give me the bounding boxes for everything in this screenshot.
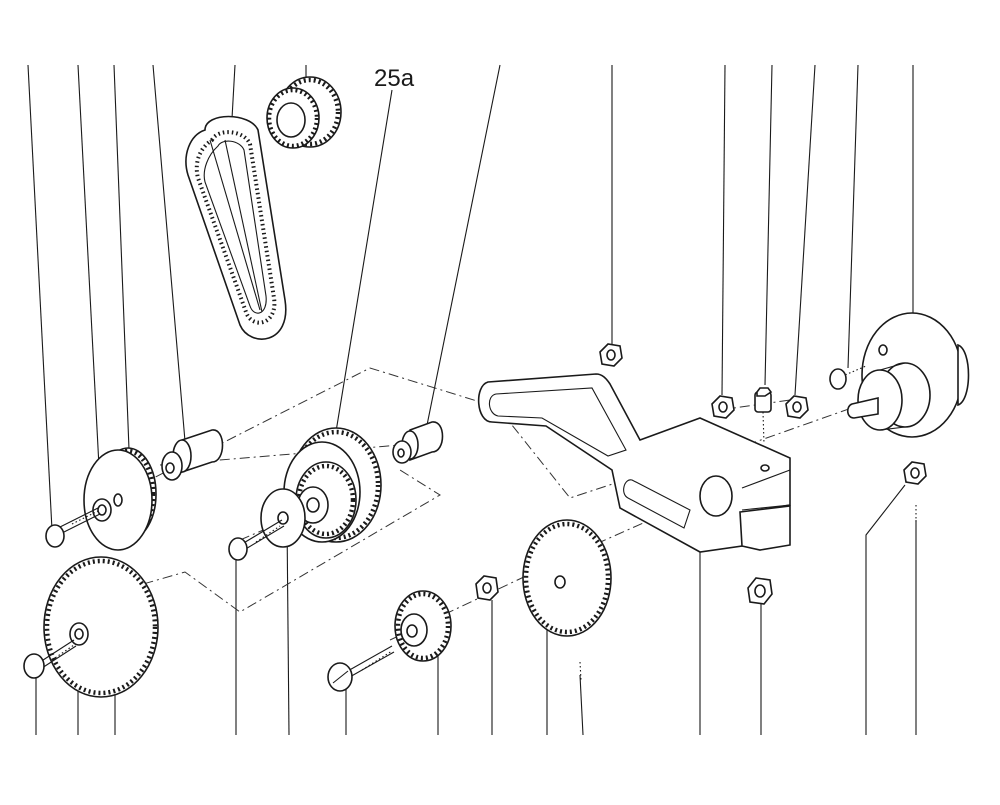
housing-screw bbox=[829, 365, 867, 390]
medium-gear-right bbox=[522, 519, 612, 681]
left-upper-gear bbox=[83, 447, 157, 551]
center-washer-screw bbox=[228, 488, 306, 561]
bracket-arm bbox=[477, 373, 791, 553]
housing-nut bbox=[903, 461, 927, 522]
clamp-bolt bbox=[754, 387, 773, 445]
leader-lines-top bbox=[27, 64, 914, 531]
small-lower-gear bbox=[327, 590, 452, 692]
nut-bottom-center bbox=[475, 575, 499, 601]
motor-housing bbox=[846, 312, 970, 438]
bush-center bbox=[392, 421, 444, 464]
top-small-gear bbox=[266, 76, 342, 149]
nut-right-2 bbox=[785, 395, 809, 419]
toothed-belt bbox=[185, 115, 287, 340]
bush-left bbox=[161, 429, 224, 481]
nut-right-1 bbox=[711, 395, 735, 419]
large-lower-gear bbox=[23, 556, 159, 698]
left-upper-screw bbox=[45, 507, 101, 548]
callout-25a: 25a bbox=[374, 65, 415, 92]
nut-bracket-bottom bbox=[747, 577, 773, 605]
nut-top-center bbox=[599, 343, 623, 367]
